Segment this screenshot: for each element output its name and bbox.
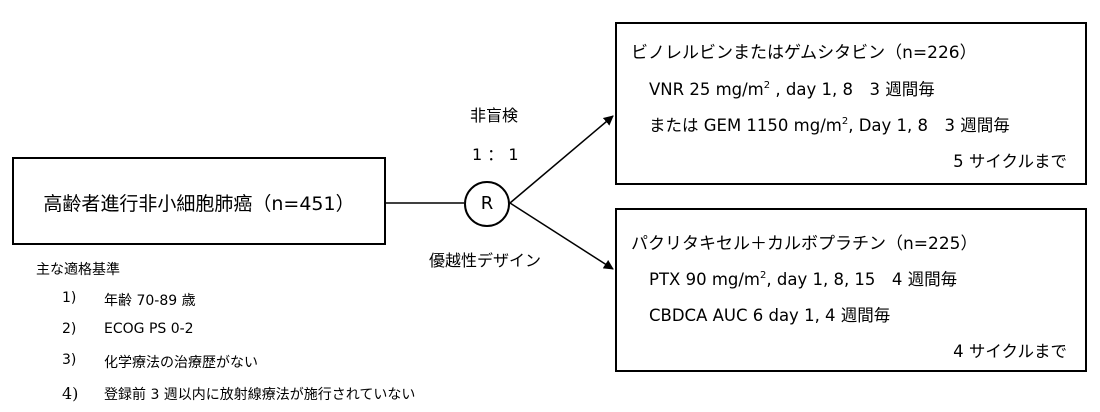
population-box: 高齢者進行非小細胞肺癌（n=451）	[12, 157, 386, 245]
regimen-schedule: , day 1, 8, 15 4 週間毎	[766, 270, 958, 289]
criteria-number: 1)	[62, 290, 77, 306]
regimen-text: または GEM 1150 mg/m	[649, 116, 842, 135]
unit-superscript: 2	[841, 116, 849, 127]
arm-a-cycles: 5 サイクルまで	[953, 152, 1067, 171]
arm-a-regimen-vnr: VNR 25 mg/m2 , day 1, 8 3 週間毎	[649, 76, 935, 100]
criteria-number: 3)	[62, 352, 77, 368]
regimen-schedule: , Day 1, 8 3 週間毎	[848, 116, 1010, 135]
randomization-circle: R	[464, 181, 510, 227]
regimen-text: VNR 25 mg/m	[649, 80, 764, 99]
randomization-symbol: R	[480, 193, 494, 214]
arm-b-box: パクリタキセル＋カルボプラチン（n=225） PTX 90 mg/m2, day…	[615, 208, 1087, 372]
criteria-item: ECOG PS 0-2	[104, 321, 194, 337]
population-label: 高齢者進行非小細胞肺癌（n=451）	[43, 193, 355, 215]
regimen-text: PTX 90 mg/m	[649, 270, 760, 289]
criteria-item: 年齢 70-89 歳	[104, 293, 196, 309]
criteria-number: 4)	[62, 384, 79, 403]
unit-superscript: 2	[763, 80, 771, 91]
arm-b-regimen-ptx: PTX 90 mg/m2, day 1, 8, 15 4 週間毎	[649, 266, 957, 290]
arm-a-regimen-gem: または GEM 1150 mg/m2, Day 1, 8 3 週間毎	[649, 112, 1010, 136]
allocation-ratio: 1 ： 1	[472, 145, 519, 164]
unit-superscript: 2	[760, 270, 767, 281]
criteria-heading: 主な適格基準	[36, 262, 120, 278]
criteria-item: 登録前 3 週以内に放射線療法が施行されていない	[104, 387, 416, 403]
regimen-schedule: , day 1, 8 3 週間毎	[770, 80, 935, 99]
criteria-number: 2)	[62, 321, 77, 337]
design-label: 優越性デザイン	[429, 251, 542, 270]
arm-a-box: ビノレルビンまたはゲムシタビン（n=226） VNR 25 mg/m2 , da…	[615, 22, 1087, 185]
arrow-to-arm-b	[509, 202, 614, 270]
arm-b-cycles: 4 サイクルまで	[953, 342, 1067, 361]
arrow-to-arm-a	[509, 115, 614, 204]
criteria-item: 化学療法の治療歴がない	[104, 355, 258, 371]
arm-b-title: パクリタキセル＋カルボプラチン（n=225）	[631, 234, 978, 254]
blinding-label: 非盲検	[470, 106, 519, 125]
arm-a-title: ビノレルビンまたはゲムシタビン（n=226）	[631, 43, 977, 63]
arm-b-regimen-cbdca: CBDCA AUC 6 day 1, 4 週間毎	[649, 306, 891, 325]
